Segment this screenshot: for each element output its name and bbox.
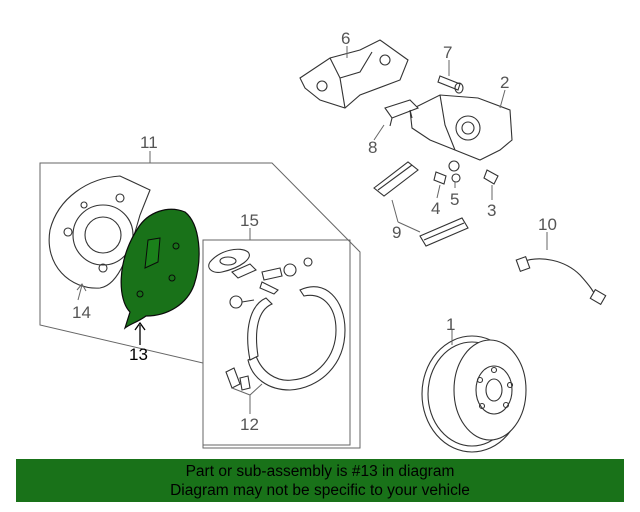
group-15-outline xyxy=(202,239,351,446)
caliper xyxy=(409,94,513,161)
parts-diagram: 1 2 3 4 5 6 7 8 9 10 11 12 13 14 15 xyxy=(39,29,607,453)
banner-line-disclaimer: Diagram may not be specific to your vehi… xyxy=(170,482,470,499)
callout-15: 15 xyxy=(240,211,259,230)
brake-pad-upper xyxy=(373,161,419,197)
parking-brake-hardware xyxy=(208,248,313,309)
clip xyxy=(384,99,419,127)
callout-8: 8 xyxy=(368,138,377,157)
callout-2: 2 xyxy=(500,73,509,92)
callout-11: 11 xyxy=(140,133,158,152)
washer-seal xyxy=(448,160,461,183)
callout-10: 10 xyxy=(538,215,557,234)
brake-pad-lower xyxy=(419,217,469,247)
callout-4: 4 xyxy=(431,199,440,218)
parking-brake-shoes xyxy=(225,286,346,391)
callout-1: 1 xyxy=(446,315,455,334)
guide-pin xyxy=(437,75,464,94)
brake-hose xyxy=(515,255,607,306)
bleeder-screw xyxy=(483,169,499,185)
callout-12: 12 xyxy=(240,415,259,434)
callout-14: 14 xyxy=(72,303,91,322)
callout-9: 9 xyxy=(392,223,401,242)
callout-5: 5 xyxy=(450,190,459,209)
small-bolt xyxy=(433,171,447,185)
banner-line-part: Part or sub-assembly is #13 in diagram xyxy=(185,463,455,480)
callout-3: 3 xyxy=(487,201,496,220)
dust-shield-highlighted xyxy=(120,208,200,330)
caliper-bracket xyxy=(299,39,409,109)
group-11-outline xyxy=(39,162,361,449)
info-banner: Part or sub-assembly is #13 in diagram D… xyxy=(16,459,624,502)
callout-7: 7 xyxy=(443,43,452,62)
brake-rotor xyxy=(421,335,527,453)
callout-13: 13 xyxy=(129,345,148,364)
callout-6: 6 xyxy=(341,29,350,48)
